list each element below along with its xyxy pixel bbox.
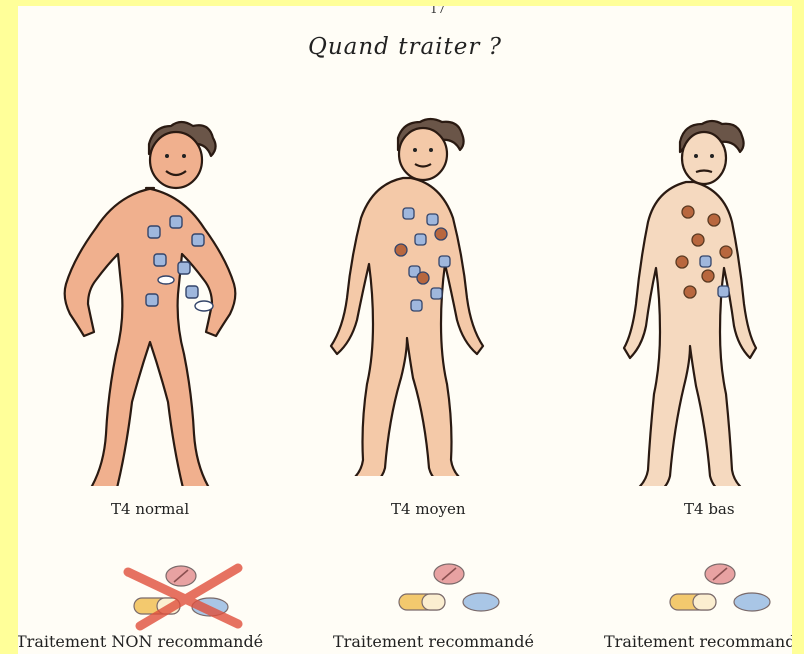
pills-icon	[656, 562, 786, 622]
caption-recommended: Traitement recommandé	[604, 632, 792, 651]
caption-recommended: Traitement recommandé	[333, 632, 534, 651]
pills-icon	[385, 562, 515, 622]
body-illustration	[624, 121, 756, 486]
body-illustration	[331, 119, 483, 476]
figure-t4-moyen	[323, 116, 523, 476]
page-title: Quand traiter ?	[18, 34, 792, 60]
label-t4-moyen: T4 moyen	[391, 500, 466, 518]
label-t4-bas: T4 bas	[684, 500, 735, 518]
figure-t4-bas	[608, 116, 792, 486]
figure-t4-normal	[54, 116, 294, 486]
page: 17 Quand traiter ?	[18, 6, 792, 654]
page-number-fragment: 17	[430, 6, 445, 16]
pills-icon-crossed	[108, 562, 258, 632]
label-t4-normal: T4 normal	[111, 500, 189, 518]
caption-not-recommended: Traitement NON recommandé	[18, 632, 263, 651]
